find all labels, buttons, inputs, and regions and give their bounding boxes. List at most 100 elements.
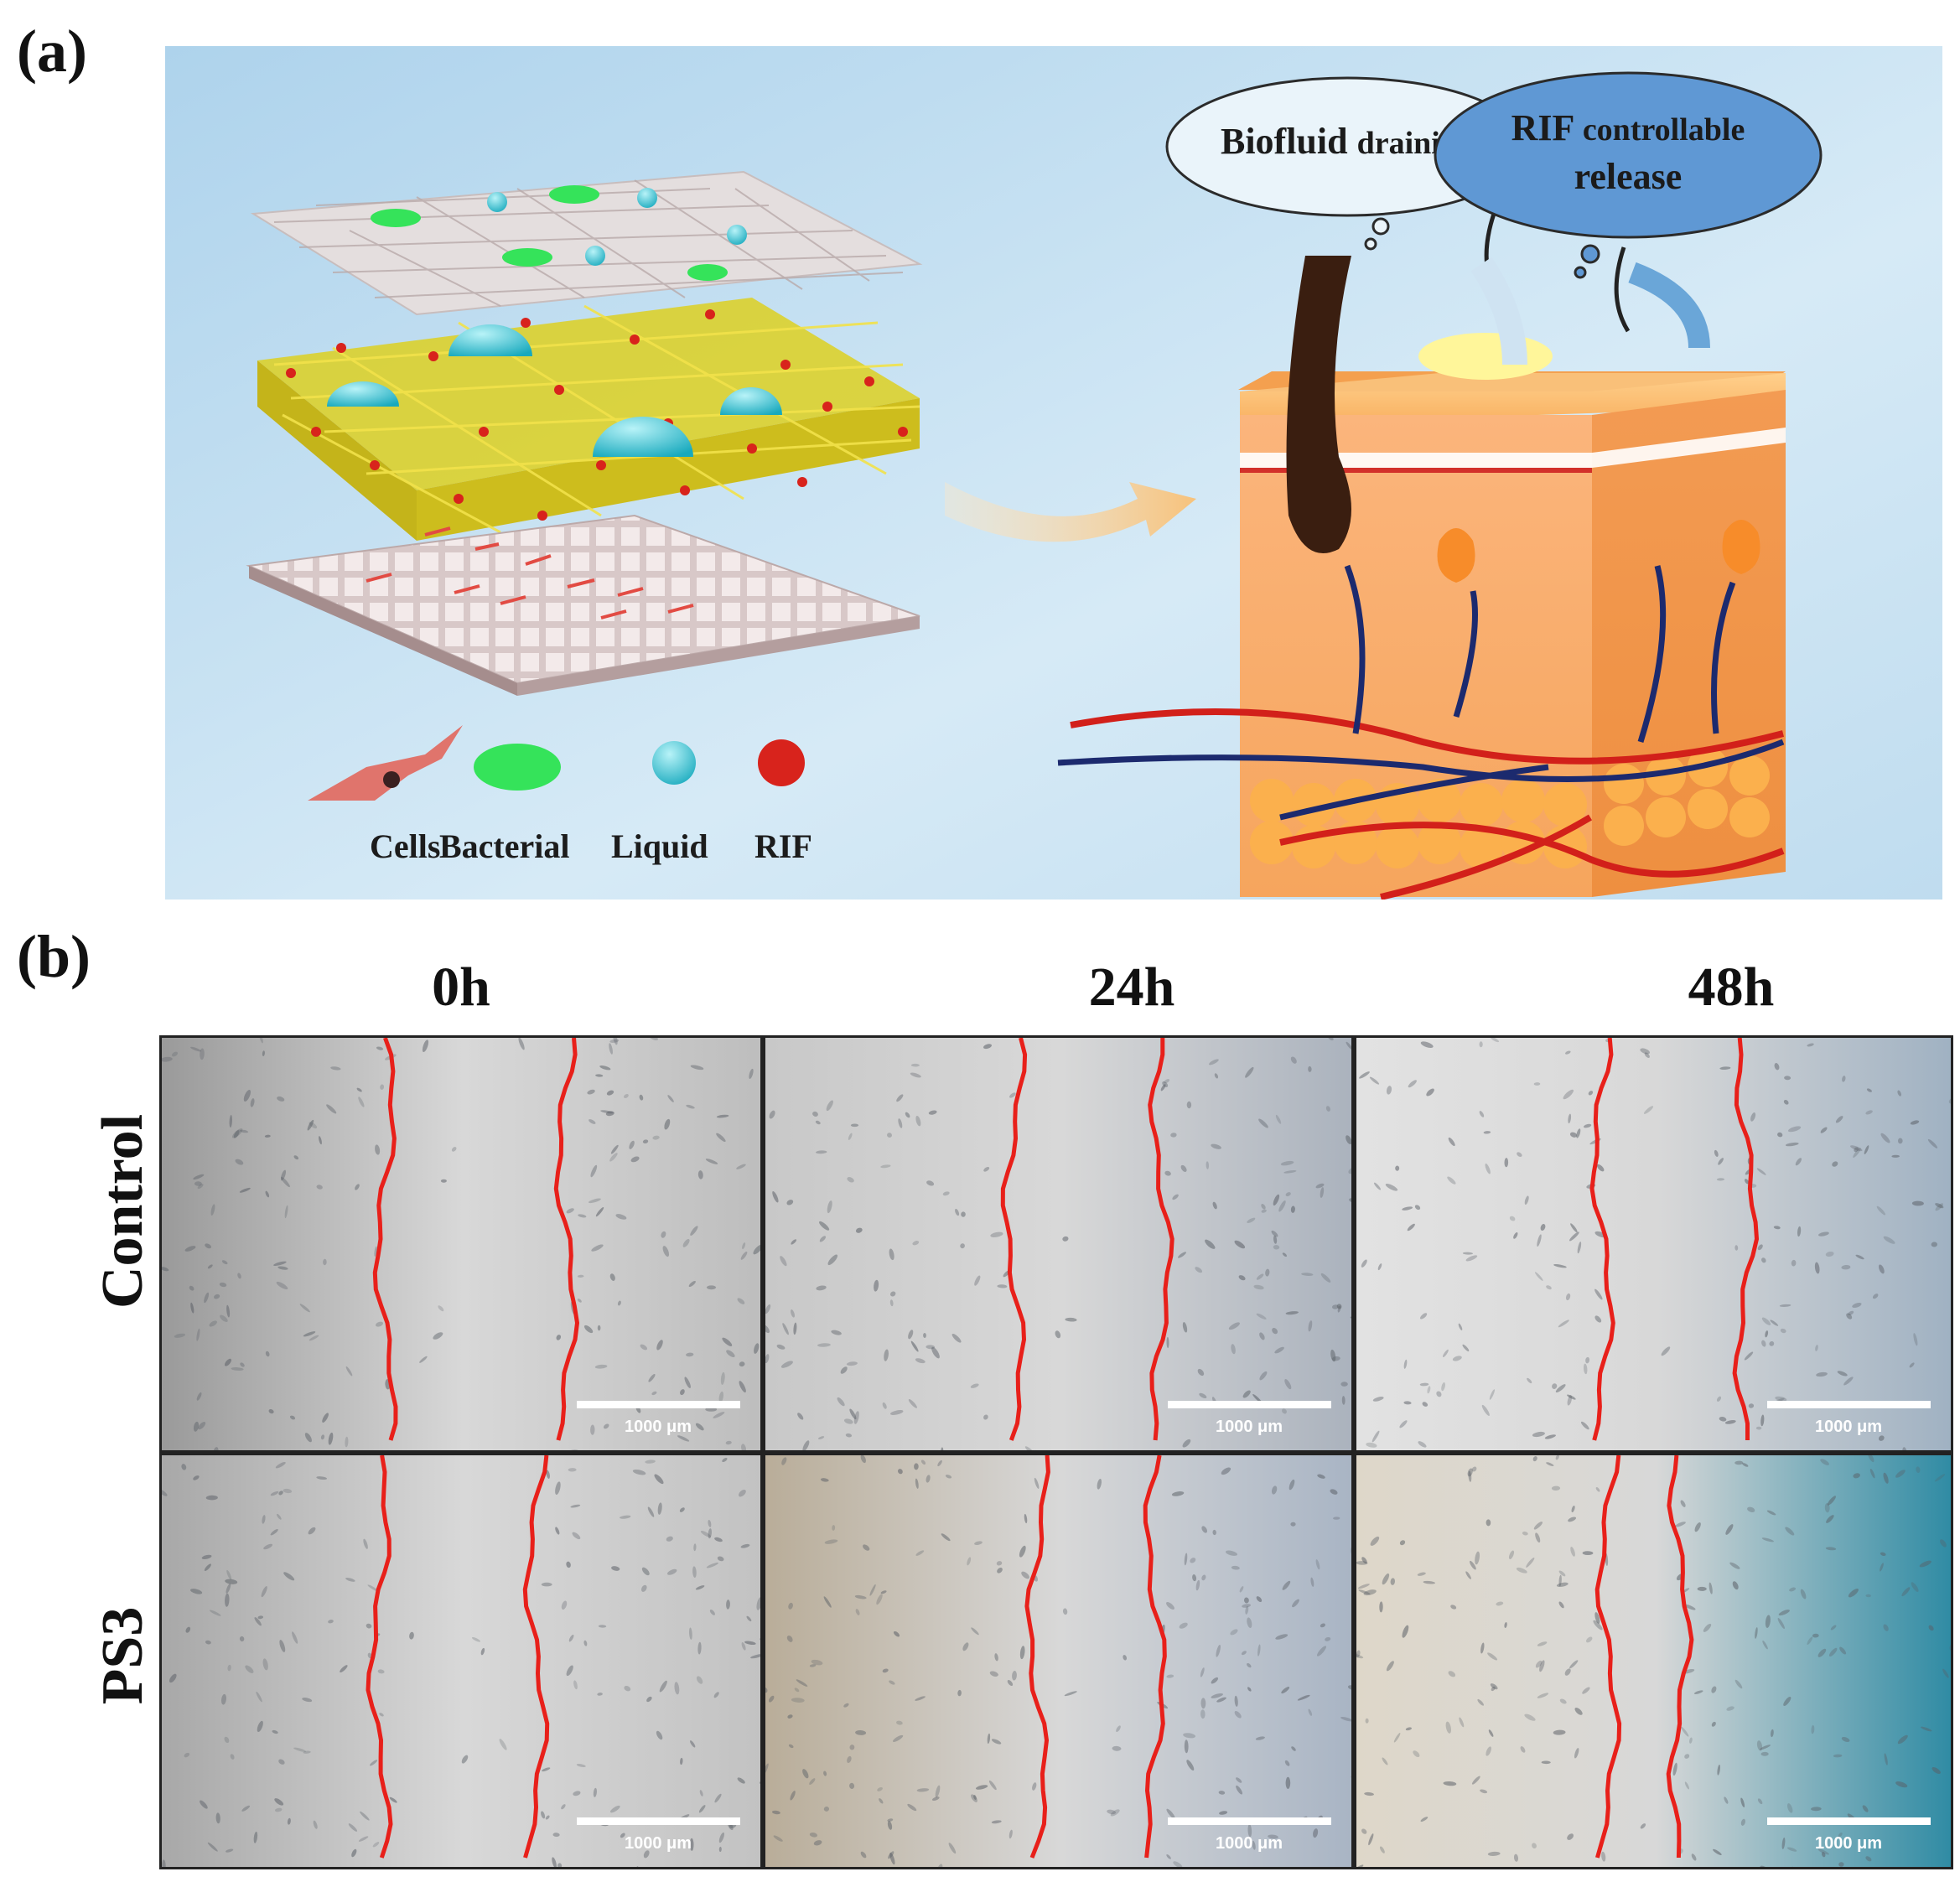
cloud-rif-line2: release [1574,156,1683,197]
cell-speckle [1800,1589,1807,1599]
cell-speckle [1216,1644,1221,1657]
cell-speckle [1178,1252,1186,1258]
cell-speckle [577,1274,584,1278]
cell-speckle [1171,1491,1185,1496]
cell-speckle [1771,1729,1774,1738]
cell-speckle [196,1392,202,1401]
cell-speckle [590,1164,598,1178]
cell-speckle [370,1760,378,1766]
cell-speckle [699,1790,703,1796]
cell-speckle [765,1304,771,1314]
cell-speckle [274,1807,283,1812]
cell-speckle [1744,1351,1754,1361]
cell-speckle [1290,1056,1297,1064]
cell-speckle [942,1191,950,1196]
cell-speckle [409,1631,414,1640]
scale-bar [1767,1401,1931,1408]
cell-speckle [561,1804,566,1810]
cell-speckle [1916,1466,1921,1473]
cell-speckle [609,1043,613,1055]
cell-speckle [1170,1133,1177,1138]
cell-speckle [174,1333,185,1338]
cell-speckle [221,1260,228,1265]
cell-speckle [1475,1551,1480,1565]
cell-speckle [358,1836,369,1842]
cell-speckle [1537,1693,1549,1698]
cell-speckle [1508,1550,1515,1560]
cell-speckle [690,1740,696,1748]
cell-speckle [1807,1636,1813,1645]
cell-speckle [1935,1203,1944,1209]
cell-speckle [328,1432,334,1445]
cell-speckle [1166,1808,1175,1819]
cell-speckle [613,1038,618,1045]
cell-speckle [897,1469,903,1475]
cell-speckle [931,1796,940,1802]
cell-speckle [1399,1420,1408,1428]
cell-speckle [1520,1746,1526,1753]
cell-speckle [1644,1052,1650,1058]
cell-speckle [850,1123,859,1128]
cell-speckle [303,1331,316,1337]
cell-speckle [1901,1587,1911,1597]
wound-edge-left [1024,1455,1050,1859]
cell-speckle [1417,1572,1426,1576]
cell-speckle [1308,1320,1313,1332]
cell-speckle [568,1468,577,1472]
cell-speckle [722,1457,728,1463]
cell-speckle [1491,1686,1496,1692]
cell-speckle [1325,1106,1330,1112]
cell-speckle [1880,1552,1886,1556]
cell-speckle [609,1153,618,1162]
cell-speckle [587,1089,595,1095]
skin-model [1057,213,1786,900]
cell-speckle [1195,1579,1200,1591]
cell-speckle [1490,1038,1500,1043]
cell-speckle [1897,1734,1908,1745]
cell-speckle [1024,1446,1034,1450]
cell-speckle [229,1115,233,1128]
cell-speckle [1684,1781,1689,1790]
cell-speckle [1789,1587,1797,1592]
cell-speckle [309,1335,319,1341]
cell-speckle [1601,1851,1606,1862]
cell-speckle [1211,1677,1219,1684]
cell-speckle [1842,1076,1846,1082]
cell-speckle [184,1246,196,1252]
cell-speckle [588,1198,601,1204]
cell-speckle [1481,1404,1490,1416]
cell-speckle [815,1120,821,1125]
cell-speckle [1448,1671,1456,1677]
cell-speckle [1934,1474,1946,1482]
cell-speckle [706,1562,718,1568]
cell-speckle [209,1610,221,1616]
cell-speckle [624,1686,631,1692]
cell-speckle [1372,1397,1384,1402]
cell-speckle [190,1302,194,1314]
cell-speckle [1740,1797,1745,1807]
cell-speckle [1373,1182,1382,1190]
cell-speckle [1824,1503,1830,1513]
cell-speckle [254,1617,262,1626]
cell-speckle [1734,1460,1744,1465]
cell-speckle [1365,1718,1369,1724]
cell-speckle [853,1411,859,1424]
cell-speckle [224,1358,232,1366]
cell-speckle [1862,1805,1869,1812]
cell-speckle [1517,1152,1522,1157]
cell-speckle [1564,1668,1571,1676]
cell-speckle [1832,1161,1838,1167]
cell-speckle [1755,1426,1762,1430]
cell-speckle [809,1664,817,1667]
cell-speckle [253,1831,258,1843]
cell-speckle [226,1583,231,1594]
cell-speckle [1317,1474,1325,1479]
cell-speckle [1843,1377,1854,1386]
cell-speckle [1745,1179,1750,1185]
cell-speckle [566,1665,573,1677]
cell-speckle [1826,1515,1834,1523]
cell-speckle [1558,1601,1564,1609]
cell-speckle [1762,1641,1768,1650]
cell-speckle [270,1491,279,1496]
wound-edge-right [1148,1038,1174,1441]
